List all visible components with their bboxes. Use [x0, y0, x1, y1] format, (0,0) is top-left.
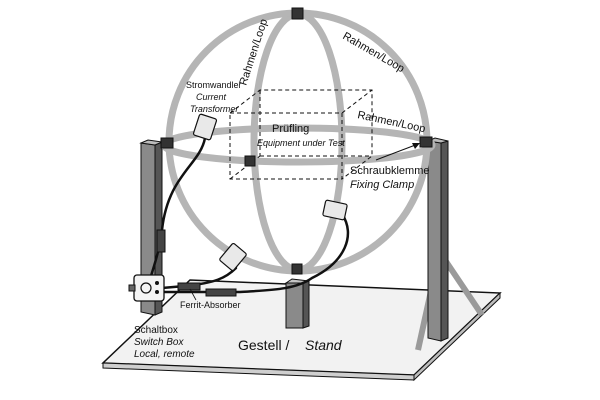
loop-joint-top	[291, 7, 304, 20]
label-switchbox-de: Schaltbox	[134, 325, 178, 336]
ferrite-leader-line	[189, 288, 197, 301]
label-clamp-de: Schraubklemme	[350, 165, 429, 177]
right-leg-back	[442, 258, 485, 317]
ferrite-absorber-bottom	[205, 288, 237, 297]
label-eut-de: Prüfling	[272, 123, 309, 135]
label-switchbox-mode: Local, remote	[134, 349, 195, 360]
center-post-side	[302, 280, 310, 329]
ferrite-absorber-middle	[177, 282, 201, 291]
clamp-arrow-icon	[412, 143, 420, 149]
clamp-leader-line	[375, 143, 419, 161]
ferrite-absorber-left	[156, 229, 166, 253]
label-transformer-en-2: Transformer	[190, 104, 239, 114]
current-transformer-top	[192, 113, 218, 141]
label-ferrite: Ferrit-Absorber	[180, 300, 241, 310]
switch-box-led-icon	[155, 290, 159, 294]
label-clamp-en: Fixing Clamp	[350, 179, 414, 191]
switch-box-knob-icon	[140, 282, 152, 294]
loop-clamp-left	[160, 137, 174, 149]
fixing-clamp-right	[419, 136, 433, 148]
switch-box	[133, 274, 165, 302]
loop-joint-bottom	[291, 263, 303, 275]
label-switchbox-en: Switch Box	[134, 337, 184, 348]
label-stand-de: Gestell /	[238, 337, 289, 353]
label-eut-en: Equipment under Test	[257, 138, 345, 148]
label-transformer-en-1: Current	[196, 92, 227, 102]
right-post-side	[440, 140, 449, 342]
loop-joint-center	[244, 155, 256, 167]
current-transformer-middle	[219, 243, 247, 271]
switch-box-led-icon	[155, 281, 159, 285]
label-transformer-de: Stromwandler	[186, 80, 242, 90]
center-post	[285, 282, 304, 329]
switch-box-connector	[128, 284, 136, 292]
current-transformer-right	[322, 199, 348, 221]
label-stand-en: Stand	[305, 337, 343, 353]
right-post	[427, 140, 442, 342]
